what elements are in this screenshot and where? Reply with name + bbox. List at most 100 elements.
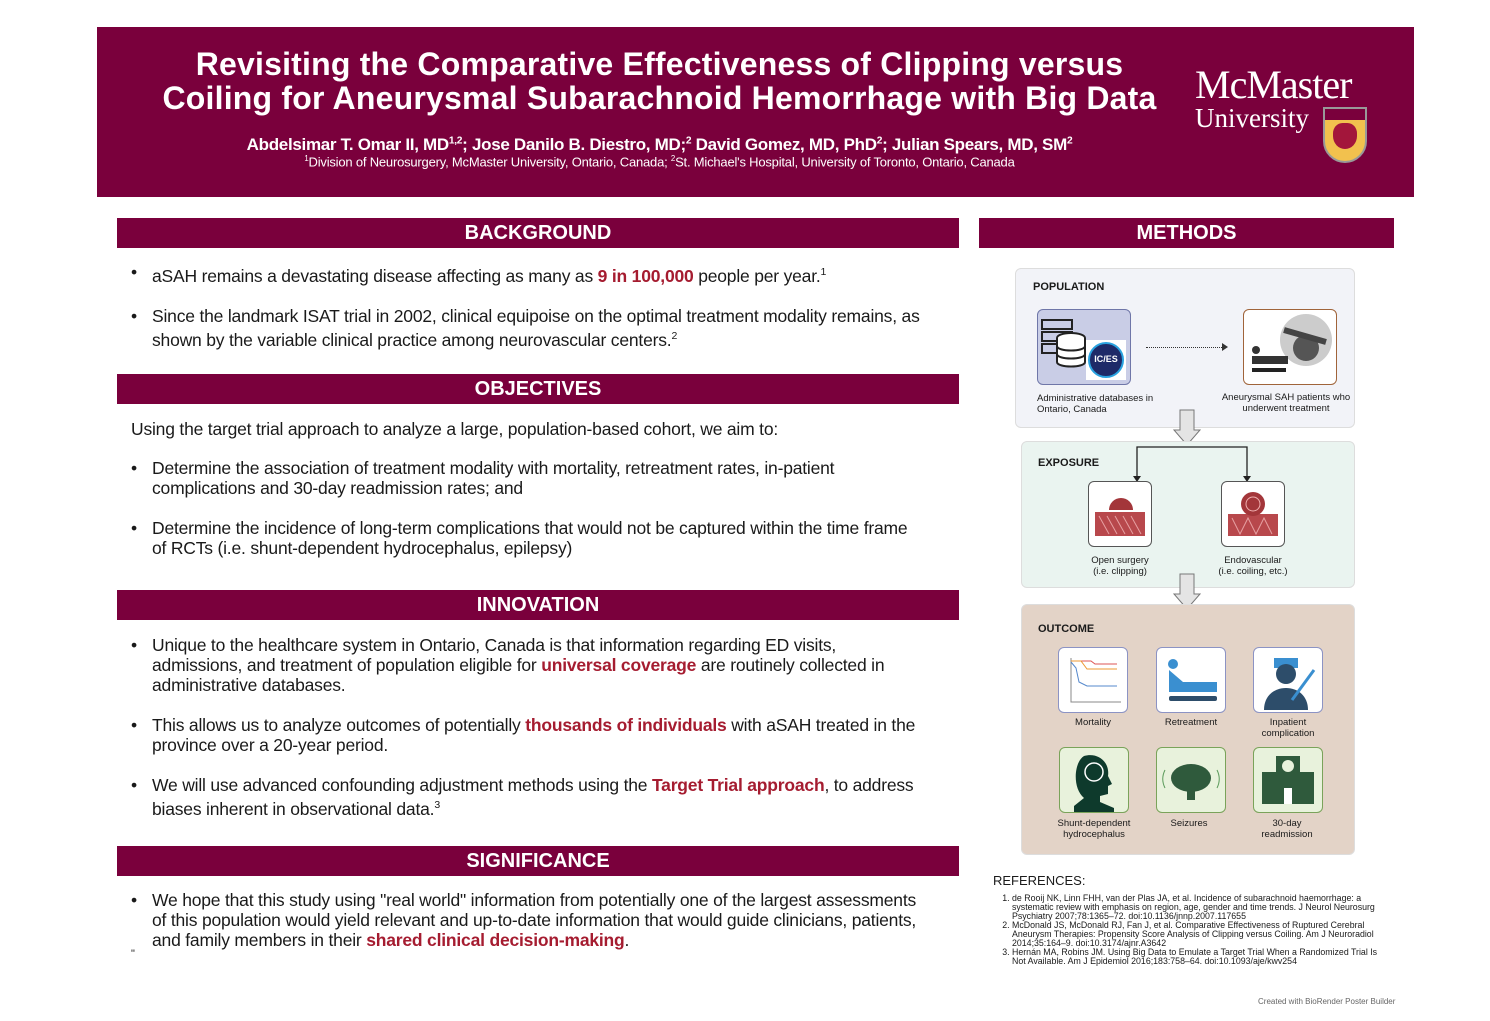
authors: Abdelsimar T. Omar II, MD1,2; Jose Danil… xyxy=(117,135,1202,155)
caption-line: hydrocephalus xyxy=(1063,829,1125,840)
highlight: universal coverage xyxy=(541,655,697,675)
bullet: We will use advanced confounding adjustm… xyxy=(117,775,917,819)
seizure-brain-icon xyxy=(1156,747,1226,813)
text: We will use advanced confounding adjustm… xyxy=(152,775,652,795)
database-icon: IC/ES xyxy=(1037,309,1131,385)
caption-line: Open surgery xyxy=(1091,555,1149,566)
coiling-icon xyxy=(1221,481,1285,547)
highlight: Target Trial approach xyxy=(651,775,825,795)
logo-subtext: University xyxy=(1195,103,1309,133)
bullet: Unique to the healthcare system in Ontar… xyxy=(117,635,917,695)
text: Since the landmark ISAT trial in 2002, c… xyxy=(152,305,920,350)
crest-icon xyxy=(1323,107,1367,163)
endovascular-caption: Endovascular(i.e. coiling, etc.) xyxy=(1203,555,1303,577)
biorender-credit: Created with BioRender Poster Builder xyxy=(1258,997,1396,1006)
caption-line: complication xyxy=(1261,728,1315,739)
caption-line: Mortality xyxy=(1075,717,1111,728)
population-right-caption: Aneurysmal SAH patients who underwent tr… xyxy=(1221,392,1351,414)
ices-logo-text: IC/ES xyxy=(1094,354,1118,364)
affil-sup: 1 xyxy=(304,154,309,163)
highlight: thousands of individuals xyxy=(525,715,727,735)
open-surgery-caption: Open surgery(i.e. clipping) xyxy=(1070,555,1170,577)
hydrocephalus-head-icon xyxy=(1059,747,1129,813)
outcome-caption: Seizures xyxy=(1139,818,1239,829)
mcmaster-logo: McMaster University xyxy=(1195,65,1375,165)
caption-line: Shunt-dependent xyxy=(1057,818,1131,829)
bullet: This allows us to analyze outcomes of po… xyxy=(117,715,917,755)
reference-item: Hernán MA, Robins JM. Using Big Data to … xyxy=(1012,948,1386,966)
population-panel: POPULATION IC/ES Administrative database… xyxy=(1015,268,1355,428)
background-section: aSAH remains a devastating disease affec… xyxy=(117,262,937,370)
mortality-curve-icon xyxy=(1058,647,1128,713)
sep: ; xyxy=(462,135,472,154)
down-arrow-icon xyxy=(1172,573,1202,610)
text: people per year. xyxy=(693,265,821,286)
caption-line: (i.e. coiling, etc.) xyxy=(1218,566,1288,577)
bullet: Since the landmark ISAT trial in 2002, c… xyxy=(117,306,937,350)
text: This allows us to analyze outcomes of po… xyxy=(152,715,526,735)
outcome-label: OUTCOME xyxy=(1038,623,1095,635)
author-name: David Gomez, MD, PhD xyxy=(695,135,877,154)
sep: ; xyxy=(882,135,892,154)
text: aSAH remains a devastating disease affec… xyxy=(152,265,598,286)
population-left-caption: Administrative databases in Ontario, Can… xyxy=(1037,393,1154,415)
author-name: Abdelsimar T. Omar II, MD xyxy=(246,135,450,154)
reference-item: McDonald JS, McDonald RJ, Fan J, et al. … xyxy=(1012,921,1386,948)
author-sup: 2 xyxy=(685,135,692,147)
retreatment-bed-icon xyxy=(1156,647,1226,713)
branch-arrows xyxy=(1133,446,1251,482)
population-label: POPULATION xyxy=(1033,281,1105,293)
text: , to address biases inherent in observat… xyxy=(152,775,914,819)
caption-line: Seizures xyxy=(1170,818,1208,829)
affiliations: 1Division of Neurosurgery, McMaster Univ… xyxy=(117,154,1202,169)
text: . xyxy=(624,930,630,950)
caption-line: readmission xyxy=(1261,829,1313,840)
innovation-heading: INNOVATION xyxy=(117,590,959,620)
inpatient-complication-icon xyxy=(1253,647,1323,713)
author-sup: 2 xyxy=(1066,135,1073,147)
references-list: de Rooij NK, Linn FHH, van der Plas JA, … xyxy=(996,894,1386,966)
exposure-label: EXPOSURE xyxy=(1038,457,1100,469)
ref-sup: 2 xyxy=(671,329,678,342)
author-name: Julian Spears, MD, SM xyxy=(891,135,1067,154)
text: Unique to the healthcare system in Ontar… xyxy=(152,635,837,675)
dotted-arrow xyxy=(1146,347,1226,348)
caption-line: Endovascular xyxy=(1224,555,1282,566)
poster-title: Revisiting the Comparative Effectiveness… xyxy=(117,47,1202,115)
outcome-caption: Retreatment xyxy=(1141,717,1241,728)
ref-sup: 1 xyxy=(820,266,827,278)
objectives-section: Determine the association of treatment m… xyxy=(117,458,917,578)
author-name: Jose Danilo B. Diestro, MD; xyxy=(471,135,686,154)
patient-aneurysm-icon xyxy=(1243,309,1337,385)
caption-line: (i.e. clipping) xyxy=(1093,566,1147,577)
affil-sup: 2 xyxy=(670,154,676,163)
hospital-readmission-icon xyxy=(1253,747,1323,813)
author-sup: 1,2 xyxy=(448,135,463,147)
ref-sup: 3 xyxy=(434,799,440,811)
affil-2: St. Michael's Hospital, University of To… xyxy=(675,154,1015,170)
text: with aSAH treated in the province over a… xyxy=(152,715,916,755)
poster-header: Revisiting the Comparative Effectiveness… xyxy=(97,27,1414,197)
title-line-2: Coiling for Aneurysmal Subarachnoid Hemo… xyxy=(162,80,1157,116)
caption-line: Inpatient xyxy=(1269,717,1307,728)
outcome-caption: Mortality xyxy=(1043,717,1143,728)
caption-line: Retreatment xyxy=(1164,717,1218,728)
text: We hope that this study using "real worl… xyxy=(152,890,917,950)
objectives-heading: OBJECTIVES xyxy=(117,374,959,404)
exposure-panel: EXPOSURE Open surgery(i.e. clipping) End… xyxy=(1021,441,1355,588)
title-line-1: Revisiting the Comparative Effectiveness… xyxy=(195,46,1124,82)
stray-mark: " xyxy=(131,948,135,960)
methods-heading: METHODS xyxy=(979,218,1394,248)
bullet: We hope that this study using "real worl… xyxy=(117,890,927,950)
innovation-section: Unique to the healthcare system in Ontar… xyxy=(117,635,917,839)
clipping-icon xyxy=(1088,481,1152,547)
significance-section: We hope that this study using "real worl… xyxy=(117,890,927,970)
author-sup: 2 xyxy=(876,135,883,147)
reference-item: de Rooij NK, Linn FHH, van der Plas JA, … xyxy=(1012,894,1386,921)
logo-text: McMaster xyxy=(1195,62,1352,107)
bullet: aSAH remains a devastating disease affec… xyxy=(117,262,937,286)
